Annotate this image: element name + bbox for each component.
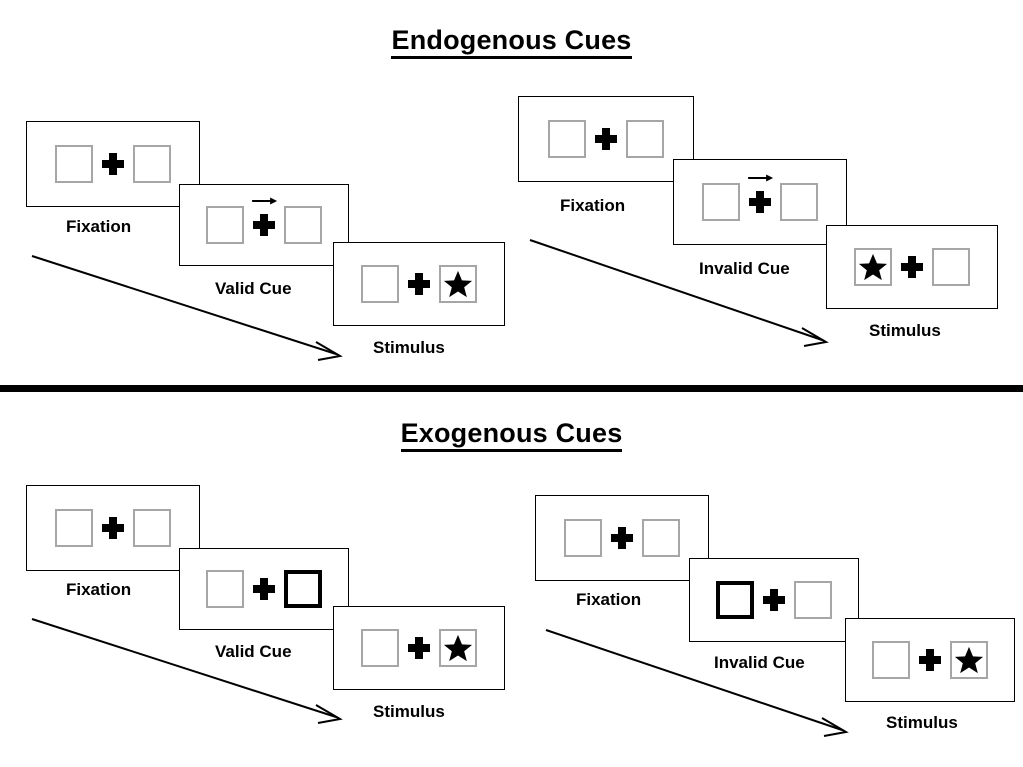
- fixation-plus: [892, 256, 932, 278]
- plus-icon: [749, 191, 771, 213]
- plus-icon: [408, 273, 430, 295]
- right-arrow-icon: [748, 174, 774, 182]
- box-right: [284, 206, 322, 244]
- fixation-plus: [740, 174, 780, 213]
- caption-endogenous-invalid-fixation: Fixation: [560, 196, 626, 215]
- caption-exogenous-valid-stimulus: Stimulus: [373, 702, 445, 721]
- time-arrow-exogenous-valid: [31, 618, 343, 724]
- box-right: [932, 248, 970, 286]
- frame-inner: [716, 581, 832, 619]
- box-left: [55, 509, 93, 547]
- plus-icon: [253, 578, 275, 600]
- plus-icon: [595, 128, 617, 150]
- box-right: [950, 641, 988, 679]
- plus-icon: [901, 256, 923, 278]
- fixation-plus: [93, 517, 133, 539]
- star-icon: [858, 253, 888, 281]
- frame-inner: [702, 174, 818, 221]
- box-right: [642, 519, 680, 557]
- frame-exogenous-invalid-cue: [689, 558, 859, 642]
- box-left: [361, 265, 399, 303]
- time-arrow-endogenous-invalid: [529, 239, 829, 347]
- fixation-plus: [602, 527, 642, 549]
- fixation-plus: [93, 153, 133, 175]
- plus-icon: [611, 527, 633, 549]
- section-divider: [0, 385, 1023, 392]
- box-right: [439, 265, 477, 303]
- frame-exogenous-invalid-stimulus: [845, 618, 1015, 702]
- box-left: [206, 206, 244, 244]
- caption-exogenous-valid-fixation: Fixation: [66, 580, 132, 599]
- fixation-plus: [244, 197, 284, 236]
- fixation-plus: [910, 649, 950, 671]
- frame-endogenous-valid-cue: [179, 184, 349, 266]
- plus-icon: [763, 589, 785, 611]
- frame-inner: [854, 248, 970, 286]
- box-left: [854, 248, 892, 286]
- plus-icon: [102, 153, 124, 175]
- frame-inner: [55, 509, 171, 547]
- box-left: [55, 145, 93, 183]
- plus-icon: [253, 214, 275, 236]
- box-left: [702, 183, 740, 221]
- frame-endogenous-valid-stimulus: [333, 242, 505, 326]
- box-right: [794, 581, 832, 619]
- frame-endogenous-valid-fixation: [26, 121, 200, 207]
- right-arrow-icon: [252, 197, 278, 205]
- frame-inner: [361, 629, 477, 667]
- section-title-endogenous: Endogenous Cues: [0, 25, 1023, 59]
- caption-endogenous-valid-stimulus: Stimulus: [373, 338, 445, 357]
- box-left: [872, 641, 910, 679]
- fixation-plus: [754, 589, 794, 611]
- box-left-cued: [716, 581, 754, 619]
- box-left: [361, 629, 399, 667]
- box-left: [206, 570, 244, 608]
- frame-endogenous-invalid-cue: [673, 159, 847, 245]
- plus-icon: [919, 649, 941, 671]
- section-title-exogenous: Exogenous Cues: [0, 418, 1023, 452]
- frame-inner: [206, 197, 322, 244]
- caption-endogenous-valid-cue: Valid Cue: [215, 279, 292, 298]
- box-left: [564, 519, 602, 557]
- frame-exogenous-invalid-fixation: [535, 495, 709, 581]
- box-right: [133, 509, 171, 547]
- fixation-plus: [244, 578, 284, 600]
- star-icon: [954, 646, 984, 674]
- box-right: [439, 629, 477, 667]
- star-icon: [443, 270, 473, 298]
- frame-inner: [55, 145, 171, 183]
- caption-exogenous-invalid-cue: Invalid Cue: [714, 653, 805, 672]
- frame-endogenous-invalid-fixation: [518, 96, 694, 182]
- section-title-endogenous-text: Endogenous Cues: [391, 25, 632, 59]
- frame-exogenous-valid-cue: [179, 548, 349, 630]
- caption-exogenous-invalid-stimulus: Stimulus: [886, 713, 958, 732]
- frame-inner: [564, 519, 680, 557]
- star-icon: [443, 634, 473, 662]
- box-right: [780, 183, 818, 221]
- fixation-plus: [399, 273, 439, 295]
- fixation-plus: [399, 637, 439, 659]
- caption-endogenous-valid-fixation: Fixation: [66, 217, 132, 236]
- frame-inner: [206, 570, 322, 608]
- time-arrow-exogenous-invalid: [545, 629, 849, 737]
- caption-exogenous-valid-cue: Valid Cue: [215, 642, 292, 661]
- plus-icon: [102, 517, 124, 539]
- frame-endogenous-invalid-stimulus: [826, 225, 998, 309]
- box-right-cued: [284, 570, 322, 608]
- plus-icon: [408, 637, 430, 659]
- frame-inner: [872, 641, 988, 679]
- box-right: [626, 120, 664, 158]
- section-title-exogenous-text: Exogenous Cues: [400, 418, 623, 452]
- caption-endogenous-invalid-stimulus: Stimulus: [869, 321, 941, 340]
- frame-exogenous-valid-stimulus: [333, 606, 505, 690]
- caption-endogenous-invalid-cue: Invalid Cue: [699, 259, 790, 278]
- frame-exogenous-valid-fixation: [26, 485, 200, 571]
- fixation-plus: [586, 128, 626, 150]
- box-left: [548, 120, 586, 158]
- frame-inner: [548, 120, 664, 158]
- frame-inner: [361, 265, 477, 303]
- caption-exogenous-invalid-fixation: Fixation: [576, 590, 642, 609]
- box-right: [133, 145, 171, 183]
- time-arrow-endogenous-valid: [31, 255, 343, 361]
